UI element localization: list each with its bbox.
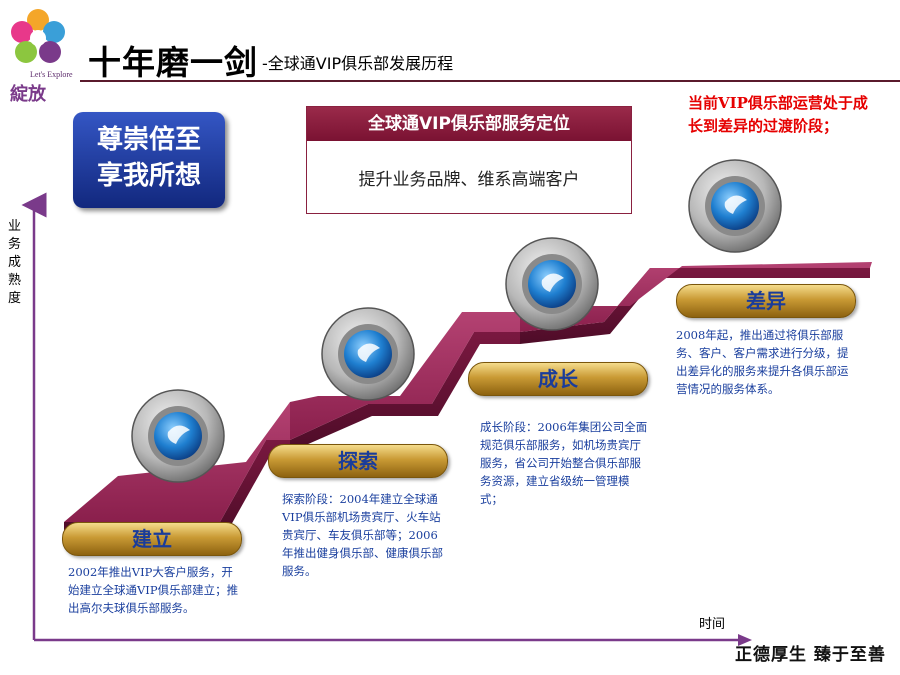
stair-ribbon-top	[64, 402, 290, 522]
positioning-box: 全球通VIP俱乐部服务定位 提升业务品牌、维系高端客户	[306, 106, 632, 214]
stage-label-1: 建立	[62, 522, 242, 556]
stair-ribbon-front	[64, 440, 290, 534]
medal-badge-2	[321, 307, 415, 401]
stage-label-2: 探索	[268, 444, 448, 478]
y-axis-label: 业务成熟度	[8, 219, 22, 306]
stage-description-4: 2008年起，推出通过将俱乐部服务、客户、客户需求进行分级，提出差异化的服务来提…	[676, 328, 849, 396]
logo-tagline: Let's Explore	[30, 70, 73, 79]
company-logo	[2, 2, 74, 100]
page-title: 十年磨一剑	[88, 43, 258, 82]
x-axis-label: 时间	[699, 617, 726, 632]
stage-description-2: 探索阶段：2004年建立全球通VIP俱乐部机场贵宾厅、火车站贵宾厅、车友俱乐部等…	[282, 492, 443, 578]
stage-label-3: 成长	[468, 362, 648, 396]
current-stage-note: 当前VIP俱乐部运营处于成长到差异的过渡阶段；	[688, 94, 868, 135]
stage-description-3: 成长阶段：2006年集团公司全面规范俱乐部服务，如机场贵宾厅服务，省公司开始整合…	[480, 420, 648, 506]
medal-badge-1	[131, 389, 225, 483]
positioning-body: 提升业务品牌、维系高端客户	[358, 170, 580, 190]
x-axis-arrow	[738, 634, 752, 646]
stage-description-1: 2002年推出VIP大客户服务，开始建立全球通VIP俱乐部建立；推出高尔夫球俱乐…	[68, 565, 239, 615]
stage-label-4: 差异	[676, 284, 856, 318]
footer-motto: 正德厚生 臻于至善	[735, 645, 886, 665]
title-divider	[80, 80, 900, 82]
positioning-heading: 全球通VIP俱乐部服务定位	[307, 107, 631, 141]
slogan-line-2: 享我所想	[96, 161, 201, 191]
page-subtitle: -全球通VIP俱乐部发展历程	[262, 54, 454, 73]
slogan-line-1: 尊崇倍至	[96, 125, 201, 155]
medal-badge-4	[688, 159, 782, 253]
medal-badge-3	[505, 237, 599, 331]
slogan-panel: 尊崇倍至 享我所想	[73, 112, 225, 208]
logo-wordmark: 綻放	[10, 84, 46, 105]
